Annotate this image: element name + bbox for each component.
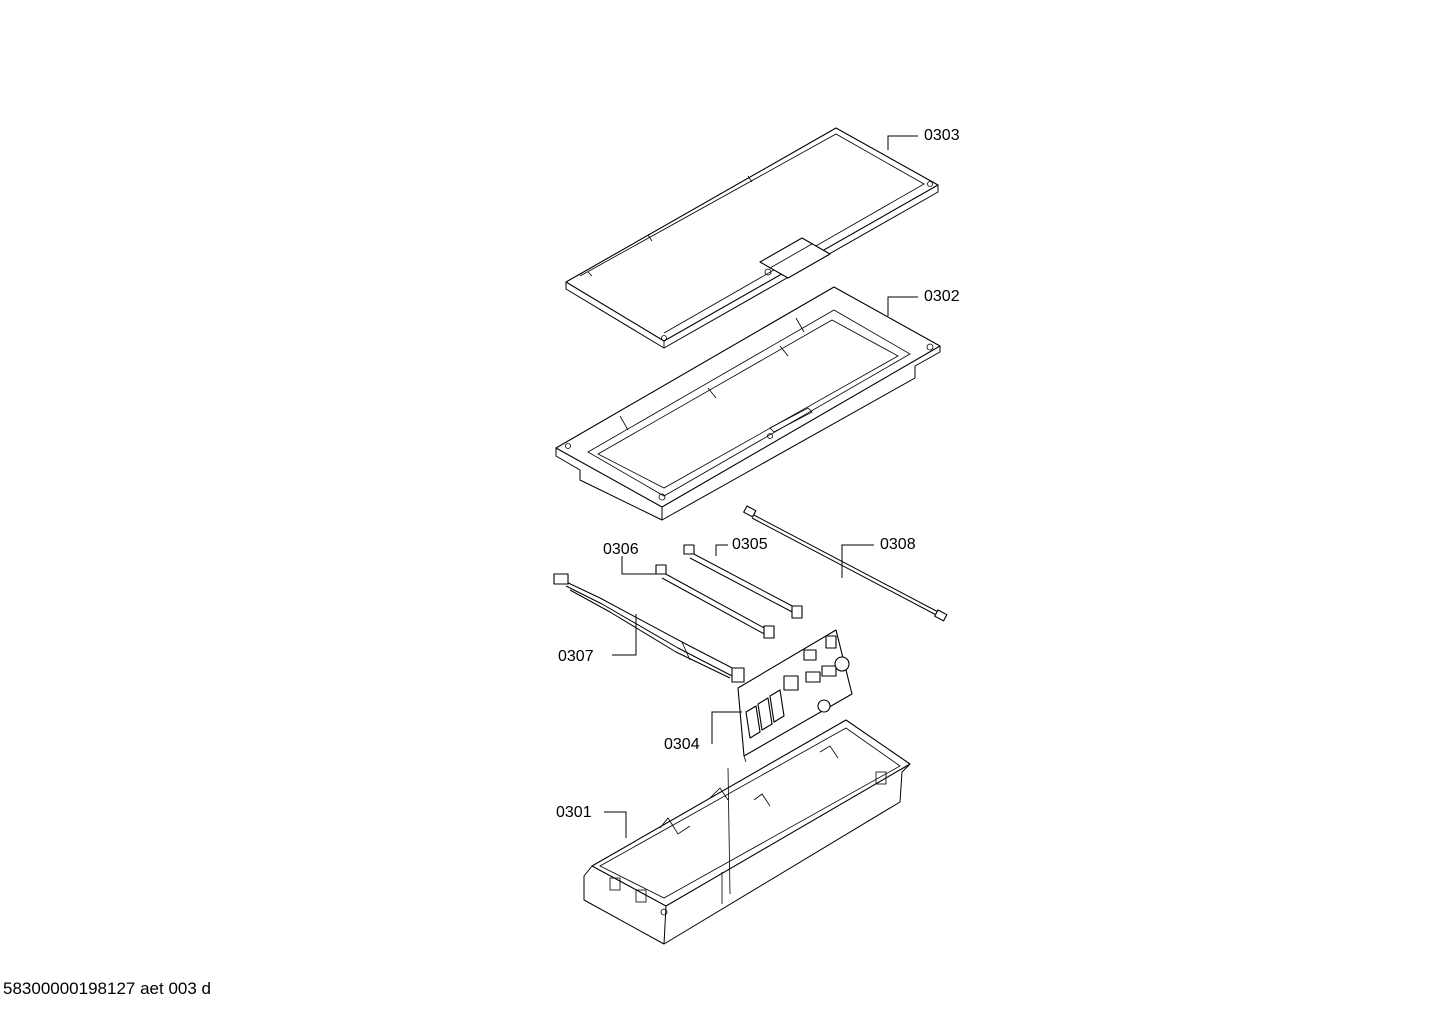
leader-0302 (887, 296, 918, 316)
part-frame-0302[interactable] (555, 286, 941, 521)
label-0303: 0303 (924, 127, 960, 144)
leader-lines (604, 135, 918, 838)
label-0308: 0308 (880, 536, 916, 553)
leader-0303 (887, 135, 918, 150)
leader-0306 (621, 556, 658, 575)
part-labels: 0303 0302 0308 0305 0306 0307 0304 0301 (556, 127, 960, 821)
label-0304: 0304 (664, 736, 700, 753)
part-housing-0301[interactable] (583, 719, 911, 945)
label-0302: 0302 (924, 288, 960, 305)
leader-0308 (841, 544, 874, 578)
part-cable-0308[interactable] (743, 505, 948, 622)
document-id: 58300000198127 aet 003 d (3, 979, 211, 998)
label-0307: 0307 (558, 648, 594, 665)
label-0306: 0306 (603, 541, 639, 558)
part-harness-medium-0306[interactable] (655, 564, 775, 639)
part-harness-long-0307[interactable] (553, 573, 745, 683)
leader-0301 (604, 811, 627, 838)
leader-0304 (711, 711, 742, 744)
part-cover-0303[interactable] (565, 127, 939, 349)
leader-0305 (715, 544, 728, 556)
part-harness-small-0305[interactable] (683, 544, 803, 619)
label-0301: 0301 (556, 804, 592, 821)
label-0305: 0305 (732, 536, 768, 553)
leader-0307 (612, 614, 637, 656)
part-control-board-0304[interactable] (737, 629, 853, 763)
